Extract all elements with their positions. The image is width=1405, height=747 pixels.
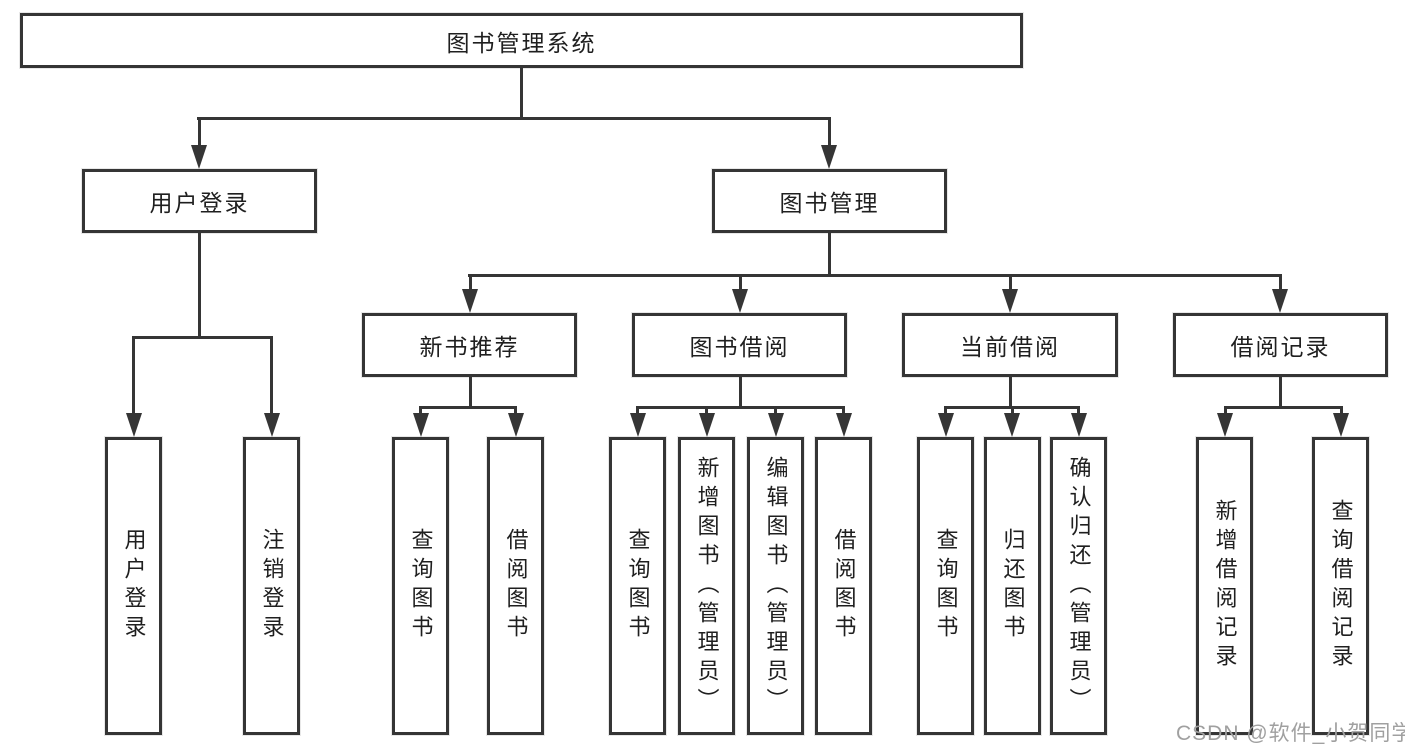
node-borrowing-records-label: 借阅记录 (1230, 334, 1331, 360)
connector-stub-1 (419, 406, 422, 418)
node-leaf-logout-label: 注销登录 (259, 528, 285, 644)
node-leaf-user-login: 用户登录 (105, 437, 162, 735)
connector-book-borrowing-trunk (738, 377, 742, 408)
connector-to-leaf-login (132, 336, 135, 418)
node-user-login-label: 用户登录 (149, 190, 250, 216)
node-leaf-query-books-current-label: 查询图书 (933, 528, 959, 644)
connector-book-mgmt-trunk (827, 233, 831, 277)
arrowhead-leaf-confirm-return (1070, 413, 1087, 437)
connector-to-borrowing-records (1278, 274, 1282, 294)
connector-borrowing-records-trunk (1278, 377, 1282, 408)
node-leaf-query-books-borrow-label: 查询图书 (625, 528, 651, 644)
connector-user-login-split (132, 336, 273, 339)
connector-stub-3 (636, 406, 639, 418)
connector-to-book-mgmt (827, 117, 831, 148)
connector-stub-8 (1010, 406, 1014, 418)
node-root-label: 图书管理系统 (446, 29, 597, 56)
node-new-book-recommend: 新书推荐 (362, 313, 577, 377)
node-current-borrowing-label: 当前借阅 (960, 334, 1060, 360)
arrowhead-leaf-return-book (1004, 413, 1020, 437)
node-leaf-confirm-return-admin: 确认归还（管理员） (1050, 437, 1107, 735)
arrowhead-borrowing-records (1272, 289, 1288, 313)
connector-root-trunk (520, 68, 523, 120)
arrowhead-leaf-logout (263, 413, 280, 437)
connector-stub-4 (705, 406, 708, 418)
arrowhead-leaf-login (125, 413, 142, 437)
connector-stub-7 (944, 406, 947, 418)
node-book-management-label: 图书管理 (779, 190, 880, 216)
node-leaf-user-login-label: 用户登录 (121, 528, 147, 644)
arrowhead-current-borrowing (1002, 289, 1018, 313)
node-book-management: 图书管理 (712, 169, 947, 233)
node-leaf-logout: 注销登录 (243, 437, 300, 735)
connector-to-current-borrowing (1008, 274, 1012, 294)
connector-new-book-rec-split (419, 406, 517, 409)
node-leaf-add-borrow-record-label: 新增借阅记录 (1212, 499, 1238, 673)
arrowhead-user-login (191, 145, 207, 169)
node-leaf-borrow-books: 借阅图书 (815, 437, 872, 735)
arrowhead-leaf-query-current (937, 413, 954, 437)
arrowhead-leaf-query-borrow (629, 413, 646, 437)
connector-to-user-login (197, 117, 201, 148)
node-leaf-query-borrow-record: 查询借阅记录 (1312, 437, 1369, 735)
arrowhead-leaf-query-newrec (412, 413, 429, 437)
connector-stub-2 (514, 406, 517, 418)
node-leaf-borrow-books-newrec: 借阅图书 (487, 437, 544, 735)
connector-current-borrowing-trunk (1008, 377, 1012, 408)
node-book-borrowing-label: 图书借阅 (689, 334, 790, 360)
node-leaf-borrow-books-newrec-label: 借阅图书 (503, 528, 529, 644)
node-leaf-edit-book-admin: 编辑图书（管理员） (747, 437, 804, 735)
connector-user-login-trunk (198, 233, 201, 338)
node-leaf-borrow-books-label: 借阅图书 (831, 528, 857, 644)
connector-stub-11 (1339, 406, 1343, 418)
node-current-borrowing: 当前借阅 (902, 313, 1118, 377)
connector-stub-10 (1223, 406, 1227, 418)
node-leaf-query-books-newrec-label: 查询图书 (408, 528, 434, 644)
connector-to-leaf-logout (270, 336, 273, 418)
node-leaf-add-borrow-record: 新增借阅记录 (1196, 437, 1253, 735)
connector-borrowing-records-split (1223, 406, 1343, 409)
connector-book-borrowing-split (636, 406, 845, 409)
arrowhead-leaf-borrow-newrec (507, 413, 524, 437)
arrowhead-leaf-add-book (698, 413, 715, 437)
node-root: 图书管理系统 (20, 13, 1023, 68)
connector-stub-5 (774, 406, 777, 418)
connector-to-new-book-rec (468, 274, 472, 294)
node-leaf-query-books-borrow: 查询图书 (609, 437, 666, 735)
connector-stub-6 (842, 406, 845, 418)
node-new-book-recommend-label: 新书推荐 (419, 334, 520, 360)
connector-stub-9 (1077, 406, 1080, 418)
connector-root-split (197, 117, 831, 120)
arrowhead-leaf-edit-book (767, 413, 784, 437)
watermark: CSDN @软件_小贺同学 (1176, 722, 1405, 745)
connector-book-mgmt-split (468, 274, 1282, 277)
node-leaf-edit-book-admin-label: 编辑图书（管理员） (763, 455, 789, 717)
node-leaf-query-books-newrec: 查询图书 (392, 437, 449, 735)
node-leaf-return-book: 归还图书 (984, 437, 1041, 735)
connector-to-book-borrowing (738, 274, 742, 294)
arrowhead-leaf-query-record (1333, 413, 1349, 437)
arrowhead-leaf-add-record (1217, 413, 1233, 437)
arrowhead-leaf-borrow-book (835, 413, 852, 437)
connector-new-book-rec-trunk (468, 377, 472, 408)
node-book-borrowing: 图书借阅 (632, 313, 847, 377)
arrowhead-new-book-rec (462, 289, 478, 313)
node-borrowing-records: 借阅记录 (1173, 313, 1388, 377)
node-leaf-add-book-admin-label: 新增图书（管理员） (694, 455, 720, 717)
node-leaf-return-book-label: 归还图书 (1000, 528, 1026, 644)
node-leaf-confirm-return-admin-label: 确认归还（管理员） (1066, 455, 1092, 717)
arrowhead-book-mgmt (821, 145, 837, 169)
arrowhead-book-borrowing (732, 289, 748, 313)
node-leaf-query-borrow-record-label: 查询借阅记录 (1328, 499, 1354, 673)
node-leaf-query-books-current: 查询图书 (917, 437, 974, 735)
node-leaf-add-book-admin: 新增图书（管理员） (678, 437, 735, 735)
node-user-login: 用户登录 (82, 169, 317, 233)
